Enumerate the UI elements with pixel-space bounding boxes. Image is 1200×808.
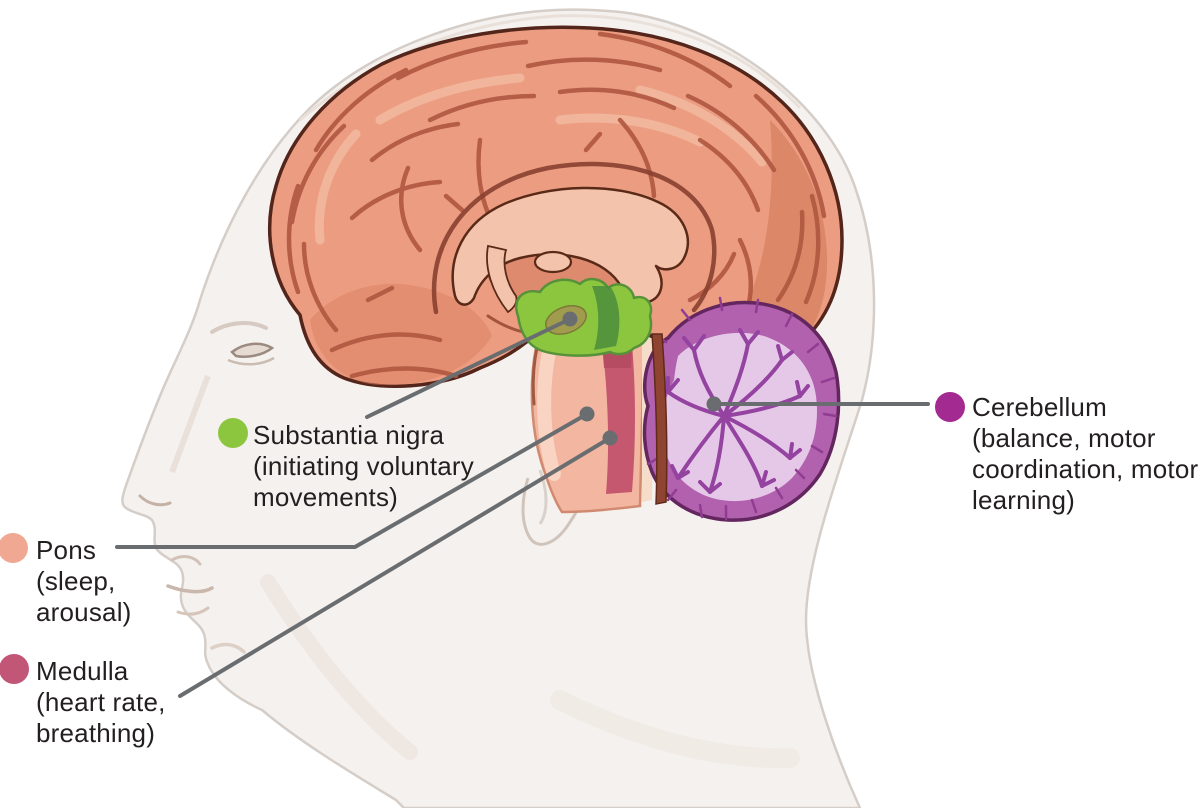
cerebrum-gyri: [286, 31, 827, 379]
interthalamic-adhesion: [533, 250, 573, 274]
substantia-nigra-label: Substantia nigra (initiating voluntary m…: [253, 420, 474, 513]
leader-dot-cerebellum: [706, 396, 722, 412]
leader-substantia-nigra: [365, 317, 572, 419]
nose-shading: [169, 374, 211, 474]
label-line: Cerebellum: [972, 392, 1107, 422]
eyebrow: [210, 321, 268, 334]
label-line: arousal): [36, 597, 132, 627]
label-line: breathing): [36, 718, 156, 748]
jaw-shading: [260, 574, 418, 760]
label-line: coordination, motor: [972, 454, 1199, 484]
pons-bullet: [0, 533, 28, 563]
cingulate-sulcus: [431, 161, 717, 315]
label-line: Pons: [36, 535, 97, 565]
lips-line-upper: [170, 555, 202, 566]
cerebellum-label: Cerebellum (balance, motor coordination,…: [972, 392, 1198, 516]
pons-label: Pons (sleep, arousal): [36, 535, 132, 628]
label-line: Substantia nigra: [253, 420, 445, 450]
nostril: [138, 494, 172, 507]
chin-crease: [210, 642, 246, 654]
cerebellum-inner: [662, 332, 817, 502]
leader-dot-pons: [579, 406, 595, 422]
spinal-sliver: [651, 333, 668, 505]
arbor-vitae-branches: [666, 328, 810, 494]
label-line: (balance, motor: [972, 423, 1156, 453]
mouth-line: [166, 584, 214, 594]
cerebellum-bullet: [935, 392, 965, 422]
brainstem: [530, 334, 654, 514]
label-line: movements): [253, 482, 399, 512]
label-line: (heart rate,: [36, 687, 166, 717]
medulla-label: Medulla (heart rate, breathing): [36, 656, 166, 749]
leader-medulla: [178, 436, 612, 698]
fornix-septum: [486, 244, 518, 314]
leader-lines: [115, 311, 930, 698]
eye: [230, 342, 275, 358]
gyri-highlights: [314, 73, 767, 245]
cerebellum-region: [642, 296, 841, 522]
label-line: Medulla: [36, 656, 129, 686]
medulla-bullet: [0, 654, 29, 684]
lips-line-lower: [176, 606, 210, 616]
label-line: (initiating voluntary: [253, 451, 474, 481]
label-line: learning): [972, 485, 1075, 515]
neck-shading: [550, 690, 800, 769]
midbrain-dark-band: [592, 286, 620, 350]
leader-dot-substantia-nigra: [562, 311, 578, 327]
substantia-nigra-bullet: [218, 418, 248, 448]
eyelid-line: [227, 356, 275, 366]
medulla-region: [602, 344, 635, 494]
label-line: (sleep,: [36, 566, 116, 596]
substantia-nigra-region: [515, 277, 653, 357]
pons-highlight: [537, 345, 561, 481]
leader-pons: [115, 412, 589, 549]
leader-dot-medulla: [602, 430, 618, 446]
